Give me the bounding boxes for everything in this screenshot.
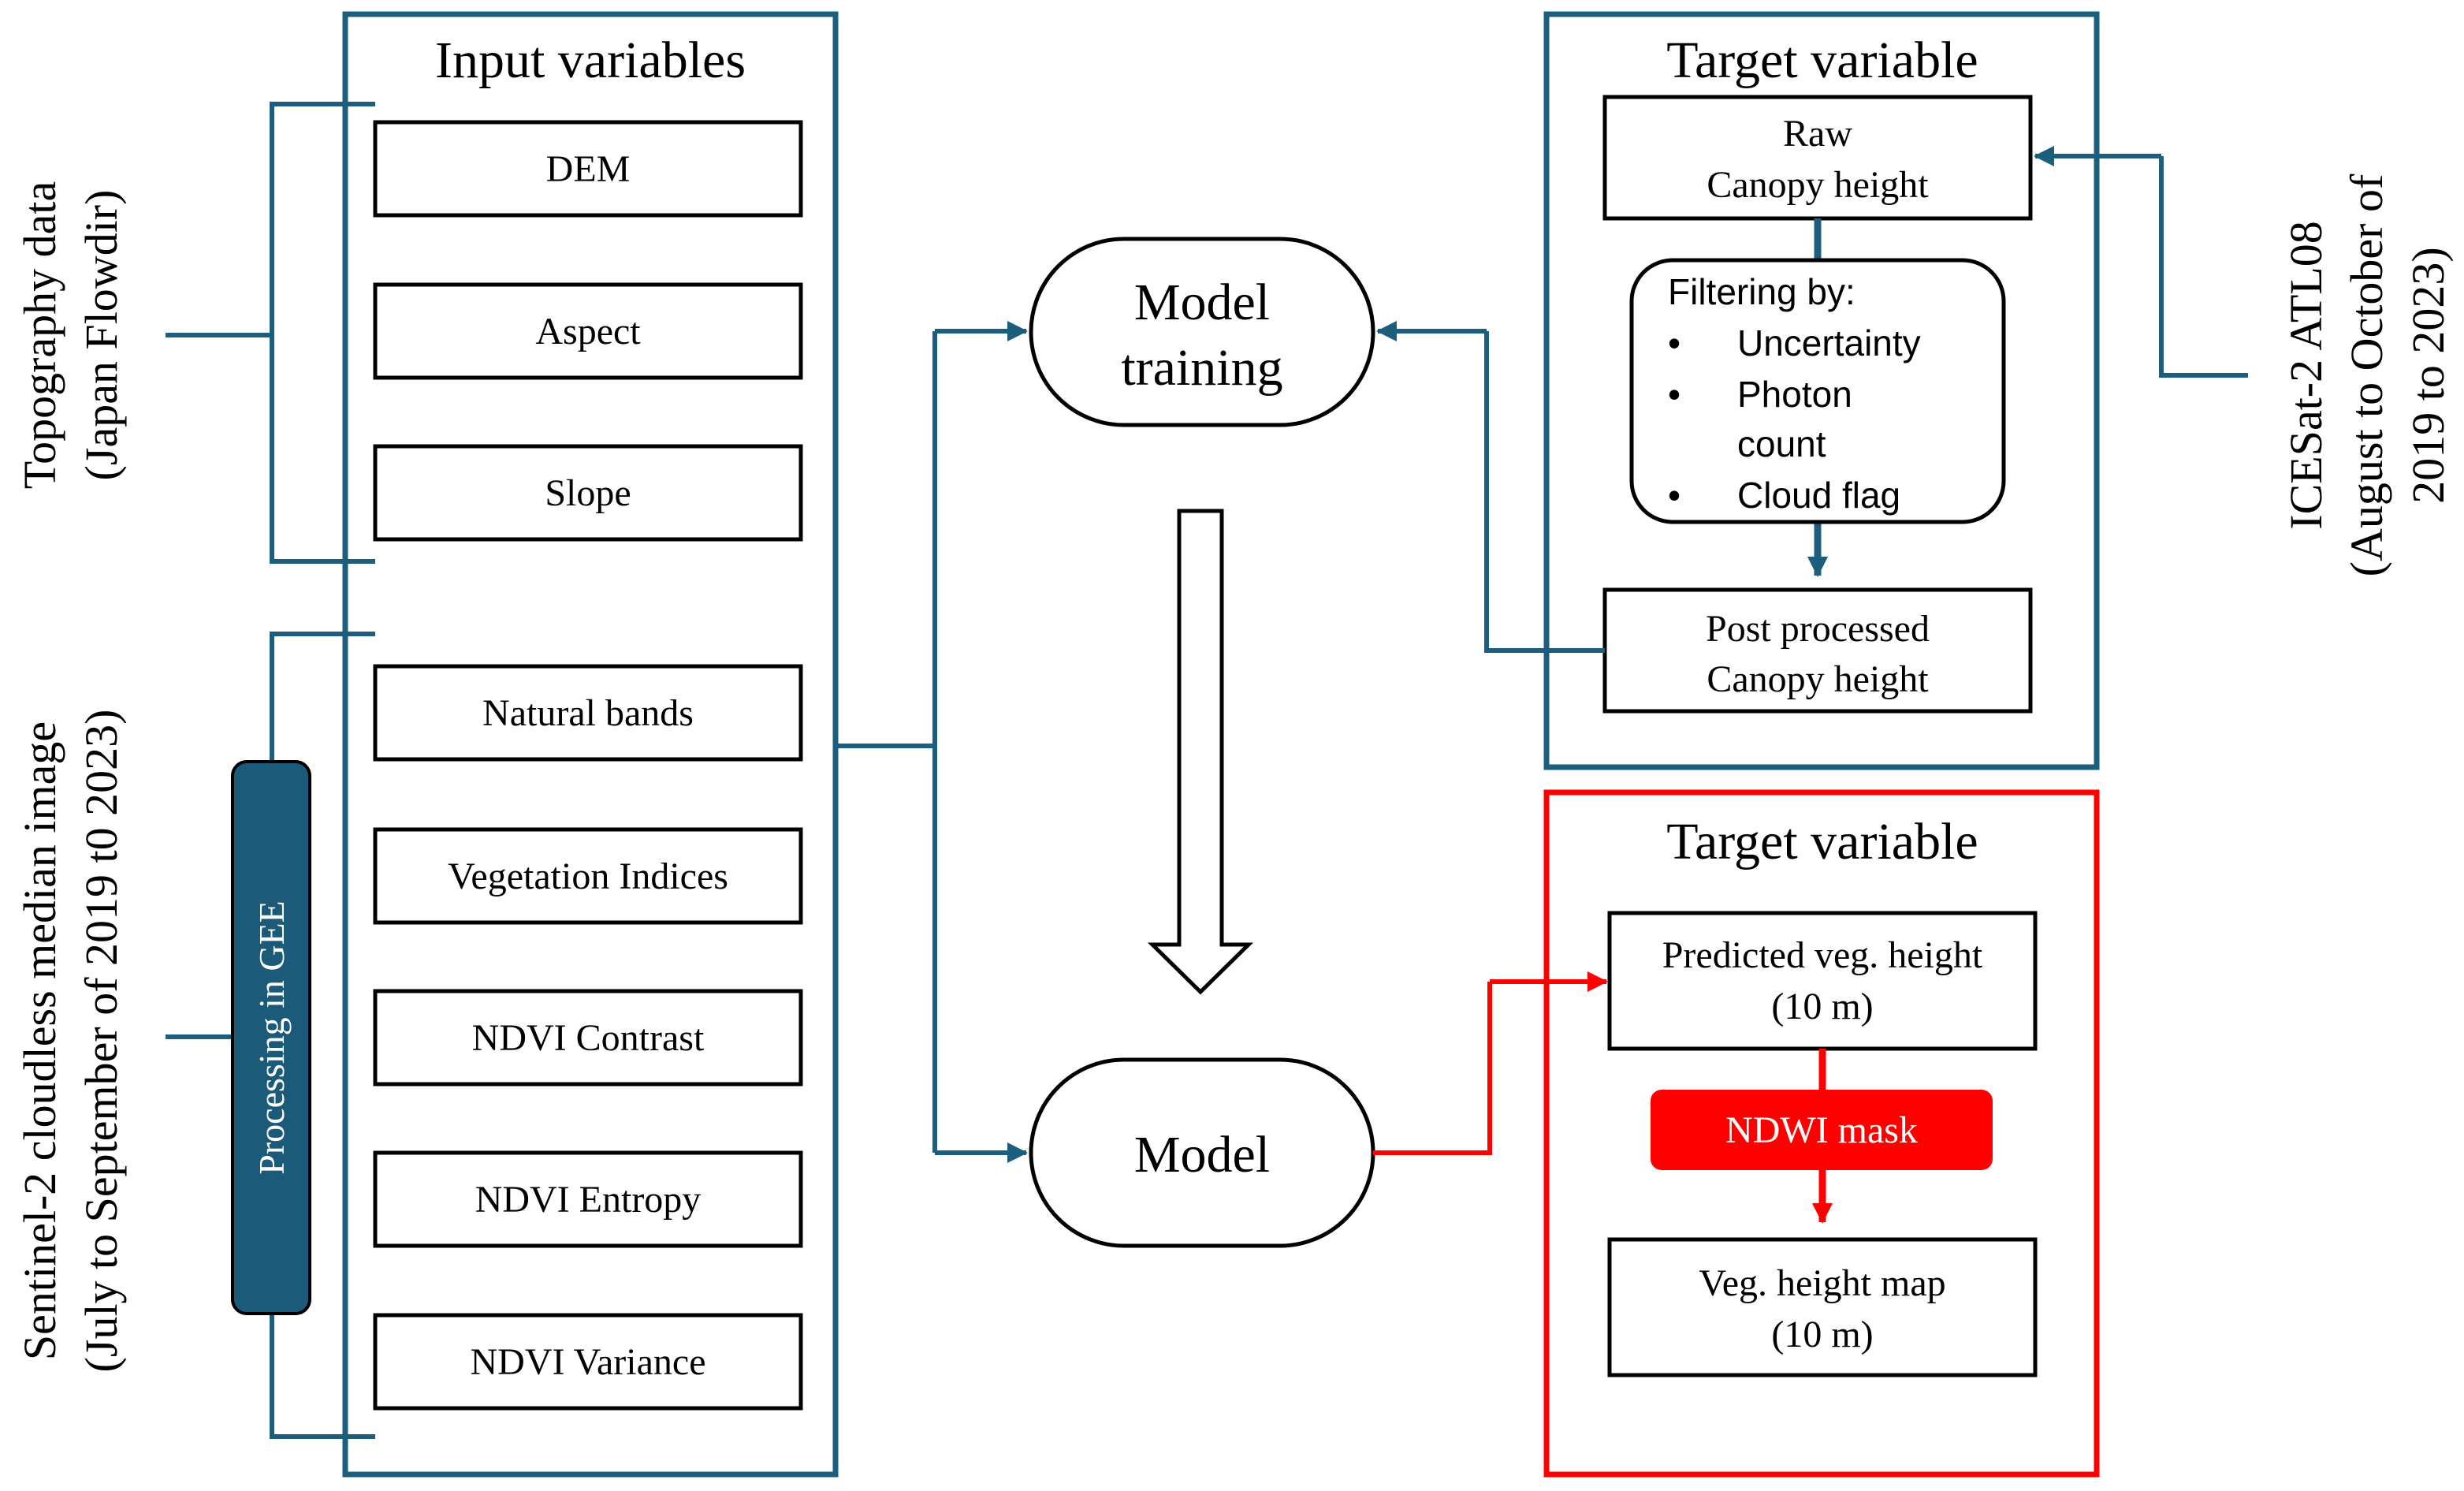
- input-box-vegetation-indices: Vegetation Indices: [373, 827, 803, 925]
- veg-map-line2: (10 m): [1771, 1314, 1873, 1355]
- target-top-title: Target variable: [1666, 32, 1978, 89]
- filter-bullet: •: [1668, 475, 1681, 516]
- filter-bullet: •: [1668, 374, 1681, 415]
- topography-bracket: [166, 102, 375, 564]
- post-processed-line1: Post processed: [1706, 608, 1930, 650]
- input-box-aspect: Aspect: [373, 282, 803, 380]
- input-box-label: Slope: [545, 472, 631, 514]
- sentinel-label: Sentinel-2 cloudless median image (July …: [14, 710, 127, 1373]
- sentinel-label-line1: Sentinel-2 cloudless median image: [14, 721, 65, 1360]
- filter-item-cloud-flag: Cloud flag: [1737, 475, 1900, 516]
- raw-canopy-line1: Raw: [1783, 113, 1852, 155]
- icesat-to-raw-connector: [2034, 146, 2248, 378]
- icesat-label-line3: 2019 to 2023): [2403, 247, 2454, 503]
- model-label: Model: [1134, 1126, 1270, 1183]
- filter-item-uncertainty: Uncertainty: [1737, 322, 1921, 363]
- input-box-slope: Slope: [373, 444, 803, 542]
- filtering-title: Filtering by:: [1668, 271, 1855, 312]
- input-to-model-connectors: [836, 321, 1028, 1163]
- filter-item-photon: Photon: [1737, 374, 1852, 415]
- model-training-line1: Model: [1134, 274, 1270, 331]
- ndwi-mask-box: NDWI mask: [1651, 1090, 1993, 1170]
- model-node: Model: [1029, 1057, 1375, 1248]
- icesat-label-line2: (August to October of: [2341, 173, 2392, 576]
- filtering-box: Filtering by: • Uncertainty • Photon cou…: [1629, 258, 2006, 524]
- target-variable-bottom-panel: Target variable: [1543, 789, 2100, 1478]
- input-box-label: NDVI Variance: [471, 1341, 706, 1383]
- model-training-line2: training: [1121, 339, 1282, 397]
- icesat-label-line1: ICESat-2 ATL08: [2280, 221, 2332, 529]
- input-box-label: NDVI Contrast: [472, 1017, 705, 1059]
- ndwi-mask-label: NDWI mask: [1725, 1109, 1918, 1151]
- training-to-model-arrow: [1147, 509, 1254, 995]
- input-box-label: NDVI Entropy: [475, 1179, 702, 1221]
- input-box-label: Aspect: [535, 311, 641, 352]
- predicted-veg-height-box: Predicted veg. height (10 m): [1607, 911, 2038, 1051]
- raw-canopy-height-box: Raw Canopy height: [1602, 95, 2033, 221]
- sentinel-label-line2: (July to September of 2019 t0 2023): [76, 710, 127, 1373]
- input-variables-panel: Input variables: [342, 11, 839, 1478]
- icesat-label: ICESat-2 ATL08 (August to October of 201…: [2280, 173, 2454, 576]
- topography-label-line1: Topography data: [14, 181, 65, 490]
- predicted-line1: Predicted veg. height: [1662, 934, 1983, 976]
- predicted-line2: (10 m): [1771, 986, 1873, 1027]
- input-variables-title: Input variables: [435, 32, 746, 89]
- input-box-ndvi-contrast: NDVI Contrast: [373, 989, 803, 1087]
- gee-processing-bar: Processing in GEE: [231, 760, 311, 1315]
- model-training-node: Model training: [1029, 237, 1375, 427]
- target-to-training-connector: [1376, 321, 1605, 653]
- filter-bullet: •: [1668, 322, 1681, 363]
- topography-label: Topography data (Japan Flowdir): [14, 181, 127, 490]
- veg-map-line1: Veg. height map: [1699, 1262, 1945, 1304]
- input-box-ndvi-variance: NDVI Variance: [373, 1313, 803, 1411]
- post-processed-line2: Canopy height: [1707, 658, 1929, 700]
- gee-processing-label: Processing in GEE: [251, 900, 292, 1175]
- raw-canopy-line2: Canopy height: [1707, 164, 1929, 206]
- target-bottom-title: Target variable: [1666, 813, 1978, 870]
- topography-label-line2: (Japan Flowdir): [76, 190, 127, 481]
- filter-item-count: count: [1737, 423, 1826, 464]
- input-box-natural-bands: Natural bands: [373, 664, 803, 762]
- input-box-ndvi-entropy: NDVI Entropy: [373, 1150, 803, 1248]
- model-to-predicted-connector: [1373, 971, 1608, 1155]
- post-processed-canopy-box: Post processed Canopy height: [1602, 587, 2033, 714]
- veg-height-map-box: Veg. height map (10 m): [1607, 1237, 2038, 1377]
- input-box-label: Natural bands: [482, 692, 694, 734]
- input-box-dem: DEM: [373, 120, 803, 218]
- input-box-label: Vegetation Indices: [448, 855, 728, 897]
- target-variable-top-panel: Target variable: [1543, 11, 2100, 770]
- input-box-label: DEM: [546, 148, 631, 190]
